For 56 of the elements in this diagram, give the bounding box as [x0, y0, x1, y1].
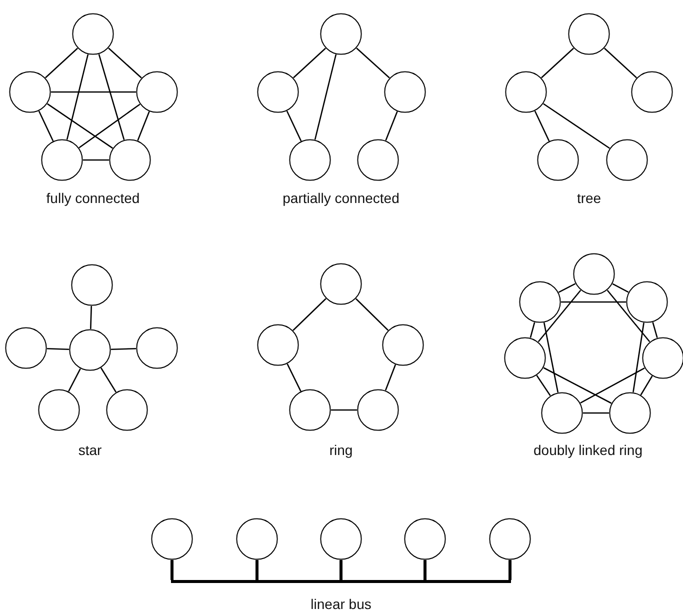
connection-line [90, 306, 92, 330]
connection-line [314, 54, 337, 140]
connection-line [51, 91, 136, 93]
connection-line [530, 322, 536, 338]
connection-line [45, 48, 78, 78]
connection-line [580, 367, 645, 404]
connection-line [292, 298, 326, 331]
topology-caption: tree [576, 190, 602, 206]
connection-line [543, 103, 610, 149]
connection-line [384, 364, 396, 391]
topology-caption: linear bus [310, 596, 372, 612]
topology-caption: partially connected [282, 190, 400, 206]
connection-line [632, 322, 644, 392]
topology-caption: ring [329, 442, 353, 458]
connection-line [47, 103, 113, 149]
connection-line [538, 290, 582, 342]
bus-drop-line [508, 560, 512, 580]
connection-line [536, 375, 551, 396]
bus-drop-line [170, 560, 174, 580]
connection-line [543, 367, 612, 404]
topology-caption: doubly linked ring [534, 442, 642, 458]
topology-caption: fully connected [46, 190, 140, 206]
connection-line [561, 301, 626, 303]
topology-caption: star [78, 442, 102, 458]
connection-line [541, 48, 574, 78]
connection-line [604, 48, 637, 78]
bus-drop-line [424, 560, 426, 580]
connection-line [98, 54, 125, 140]
connection-line [356, 298, 388, 331]
connection-line [68, 368, 81, 392]
connection-line [137, 111, 150, 141]
connection-line [83, 159, 109, 161]
connection-line [46, 348, 70, 350]
bus-drop-line [340, 560, 342, 580]
connection-line [385, 111, 398, 141]
connection-line [78, 104, 140, 148]
connection-line [543, 322, 559, 393]
connection-line [652, 322, 658, 338]
connection-line [640, 376, 653, 396]
connection-line [612, 283, 629, 293]
bus-line [171, 580, 511, 583]
bus-drop-line [256, 560, 258, 580]
connection-line [286, 364, 302, 392]
connection-line [293, 48, 326, 78]
connection-line [606, 290, 650, 342]
connection-line [331, 409, 357, 411]
connection-line [583, 412, 609, 414]
connection-line [286, 110, 302, 142]
connection-line [110, 348, 136, 350]
connection-line [558, 283, 576, 293]
connection-line [534, 110, 550, 142]
connection-line [100, 368, 117, 392]
connection-line [356, 48, 390, 78]
connection-line [66, 54, 89, 140]
connection-line [108, 48, 142, 78]
connection-line [38, 110, 54, 142]
